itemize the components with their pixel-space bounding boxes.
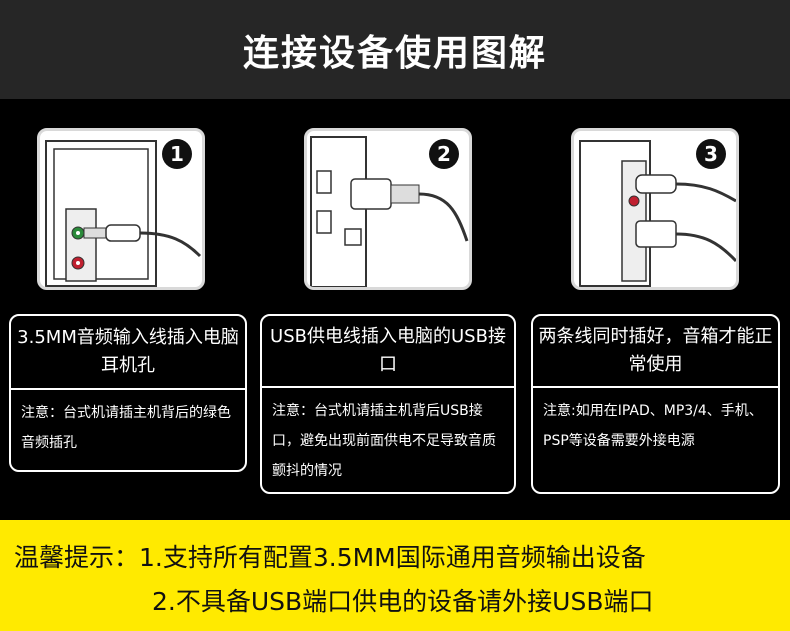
step-2-note: 注意：台式机请插主机背后USB接口，避免出现前面供电不足导致音质颤抖的情况 bbox=[272, 403, 496, 479]
step-3-note: 注意:如用在IPAD、MP3/4、手机、PSP等设备需要外接电源 bbox=[543, 403, 763, 449]
step-number-badge: 3 bbox=[696, 139, 726, 169]
illustration-step-2: 2 bbox=[304, 128, 472, 290]
illustration-step-3: 3 bbox=[571, 128, 739, 290]
illustration-step-1: 1 bbox=[37, 128, 205, 290]
header-bar: 连接设备使用图解 bbox=[0, 0, 790, 99]
step-1-card: 3.5MM音频输入线插入电脑耳机孔 注意：台式机请插主机背后的绿色音频插孔 bbox=[9, 314, 247, 472]
both-cables-illustration bbox=[579, 140, 736, 287]
tip-line-1: 温馨提示：1.支持所有配置3.5MM国际通用音频输出设备 bbox=[14, 543, 646, 572]
page-title: 连接设备使用图解 bbox=[242, 32, 547, 74]
tip-line-2: 2.不具备USB端口供电的设备请外接USB端口 bbox=[152, 587, 654, 616]
step-3-card: 两条线同时插好，音箱才能正常使用 注意:如用在IPAD、MP3/4、手机、PSP… bbox=[531, 314, 780, 494]
step-1-title: 3.5MM音频输入线插入电脑耳机孔 bbox=[11, 316, 245, 390]
tips-banner: 温馨提示：1.支持所有配置3.5MM国际通用音频输出设备 2.不具备USB端口供… bbox=[0, 520, 790, 631]
usb-port-illustration bbox=[310, 136, 469, 287]
step-2-card: USB供电线插入电脑的USB接口 注意：台式机请插主机背后USB接口，避免出现前… bbox=[260, 314, 516, 494]
audio-jack-illustration bbox=[45, 140, 202, 287]
step-3-title: 两条线同时插好，音箱才能正常使用 bbox=[533, 316, 778, 388]
step-number-badge: 2 bbox=[429, 139, 459, 169]
step-2-title: USB供电线插入电脑的USB接口 bbox=[262, 316, 514, 388]
step-number-badge: 1 bbox=[162, 139, 192, 169]
step-1-note: 注意：台式机请插主机背后的绿色音频插孔 bbox=[21, 405, 231, 451]
